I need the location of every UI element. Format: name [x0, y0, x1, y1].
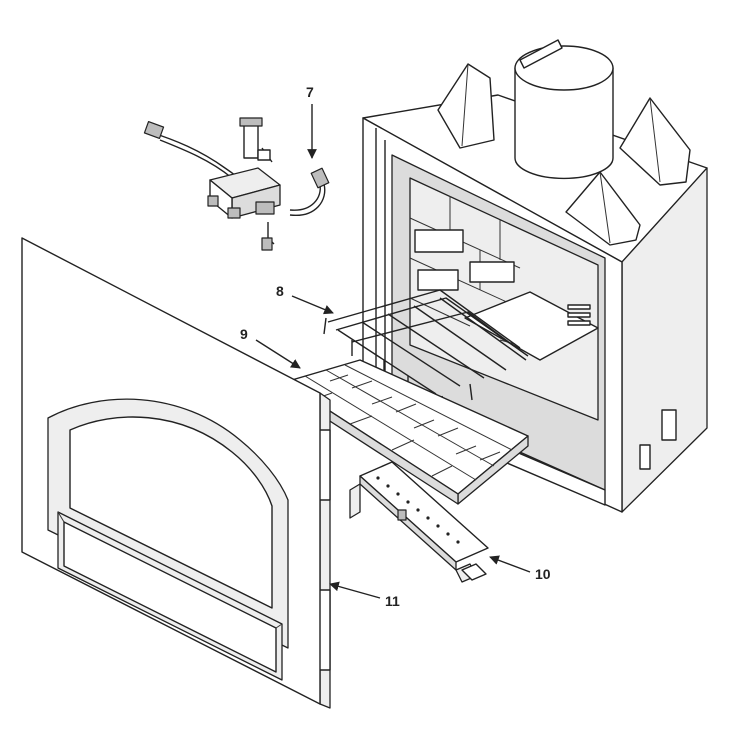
callout-label-8: 8	[276, 283, 284, 299]
callout-label-10: 10	[535, 566, 551, 582]
fireplace-grate	[323, 289, 529, 413]
firebox-brick-lines	[409, 196, 521, 327]
callout-9: 9	[240, 326, 301, 369]
flue-collar	[514, 45, 614, 180]
callout-label-9: 9	[240, 326, 248, 342]
callout-label-7: 7	[306, 84, 314, 100]
callout-8: 8	[276, 283, 334, 315]
burner-bracket	[349, 461, 489, 583]
callout-10: 10	[489, 555, 551, 582]
callout-11: 11	[329, 581, 400, 609]
burner-perforations	[376, 476, 460, 544]
front-door-panel	[21, 237, 331, 709]
top-standoff-brackets	[437, 39, 691, 246]
callout-7: 7	[306, 84, 317, 159]
gas-valve-assembly	[143, 117, 330, 251]
callout-label-11: 11	[385, 593, 400, 609]
